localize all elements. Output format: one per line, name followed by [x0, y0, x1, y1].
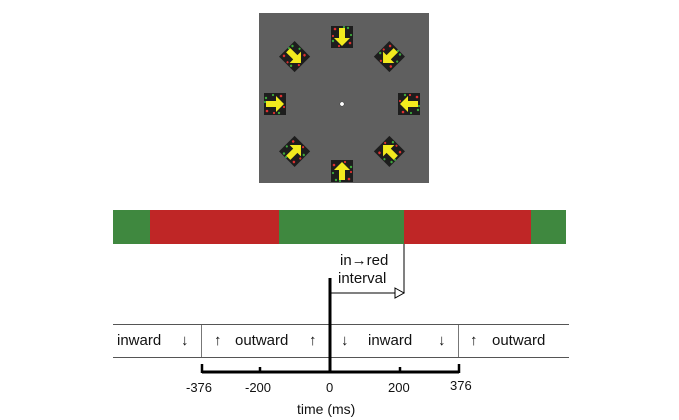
down-arrow-icon: ↓ [181, 332, 189, 349]
green-segment [279, 210, 404, 244]
interval-label-line1: in→red [340, 252, 389, 269]
divider [201, 325, 202, 357]
motion-cell-outward: ↑ outward ↑ [202, 325, 329, 357]
green-segment [113, 210, 150, 244]
motion-label: inward [368, 332, 413, 349]
stimulus-panel [259, 13, 429, 183]
red-segment [150, 210, 279, 244]
interval-label-line2: interval [338, 270, 387, 287]
axis-title: time (ms) [297, 401, 356, 417]
up-arrow-icon: ↑ [470, 332, 478, 349]
tick-label: 376 [450, 378, 472, 393]
motion-cell-outward: ↑ outward [459, 325, 569, 357]
green-segment [531, 210, 566, 244]
tick-label: 0 [326, 380, 334, 395]
up-arrow-icon: ↑ [309, 332, 317, 349]
interval-arrowhead [394, 287, 406, 299]
motion-label: outward [235, 332, 289, 349]
motion-label: outward [492, 332, 546, 349]
motion-cell-inward: inward ↓ [113, 325, 201, 357]
motion-cell-inward: ↓ inward ↓ [330, 325, 458, 357]
tick-label: -200 [245, 380, 272, 395]
divider [458, 325, 459, 357]
motion-label: inward [117, 332, 162, 349]
down-arrow-icon: ↓ [438, 332, 446, 349]
down-arrow-icon: ↓ [341, 332, 349, 349]
tick-label: 200 [388, 380, 410, 395]
red-segment [404, 210, 531, 244]
motion-direction-row: inward ↓ ↑ outward ↑ ↓ inward ↓ ↑ outwar… [113, 324, 569, 358]
stimulus-svg [263, 25, 421, 183]
color-timeline-bar [113, 210, 566, 244]
tick-label: -376 [186, 380, 213, 395]
up-arrow-icon: ↑ [214, 332, 222, 349]
